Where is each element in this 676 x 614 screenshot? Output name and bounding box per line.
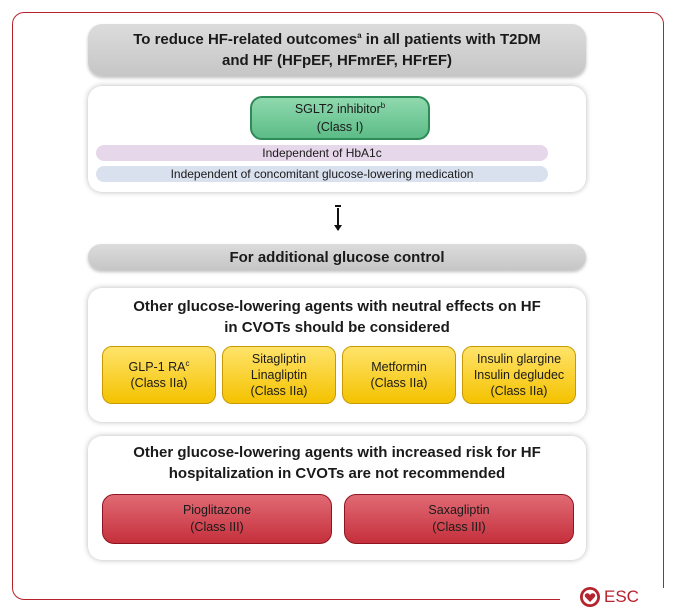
agent-name: GLP-1 RAc <box>128 358 190 374</box>
increased-title-line2: hospitalization in CVOTs are not recomme… <box>168 465 506 482</box>
down-arrow-icon <box>334 225 342 231</box>
agent-box-glp1-ra: GLP-1 RAc (Class IIa) <box>102 346 216 404</box>
sglt2-class: (Class I) <box>316 120 364 134</box>
agent-name-2: Linagliptin <box>250 368 308 382</box>
frame-gap <box>560 588 664 612</box>
agent-class: (Class IIa) <box>370 376 428 390</box>
arrow-tail <box>335 205 341 207</box>
header1-line1: To reduce HF-related outcomesa in all pa… <box>133 31 541 48</box>
agent-box-saxagliptin: Saxagliptin (Class III) <box>344 494 574 544</box>
agent-name: Saxagliptin <box>428 503 490 517</box>
agent-class: (Class III) <box>190 520 244 534</box>
agent-name: Pioglitazone <box>182 503 252 517</box>
agent-class: (Class IIa) <box>130 376 188 390</box>
header-additional-glucose-control: For additional glucose control <box>88 244 586 270</box>
agent-class: (Class IIa) <box>250 384 308 398</box>
band-concomitant: Independent of concomitant glucose-lower… <box>96 166 548 182</box>
neutral-title-line2: in CVOTs should be considered <box>224 319 450 336</box>
agent-class: (Class III) <box>432 520 486 534</box>
neutral-title: Other glucose-lowering agents with neutr… <box>88 296 586 338</box>
agent-name-2: Insulin degludec <box>473 368 565 382</box>
increased-title-line1: Other glucose-lowering agents with incre… <box>133 444 541 461</box>
agent-box-insulin: Insulin glargine Insulin degludec (Class… <box>462 346 576 404</box>
header1-line2: and HF (HFpEF, HFmrEF, HFrEF) <box>222 52 452 69</box>
agent-class: (Class IIa) <box>490 384 548 398</box>
down-arrow-line <box>337 208 339 230</box>
esc-logo-text: ESC <box>604 587 639 606</box>
sglt2-name: SGLT2 inhibitorb <box>294 100 386 116</box>
esc-logo: ESC <box>579 586 639 608</box>
esc-heart-icon <box>580 587 600 607</box>
band-hba1c: Independent of HbA1c <box>96 145 548 161</box>
agent-box-pioglitazone: Pioglitazone (Class III) <box>102 494 332 544</box>
neutral-title-line1: Other glucose-lowering agents with neutr… <box>133 298 541 315</box>
agent-box-metformin: Metformin (Class IIa) <box>342 346 456 404</box>
agent-name: Insulin glargine <box>476 352 562 366</box>
header-reduce-hf-outcomes: To reduce HF-related outcomesa in all pa… <box>88 24 586 76</box>
increased-title: Other glucose-lowering agents with incre… <box>88 442 586 484</box>
header2-label: For additional glucose control <box>229 248 445 266</box>
agent-name: Metformin <box>371 360 427 374</box>
agent-name: Sitagliptin <box>251 352 307 366</box>
sglt2-inhibitor-box: SGLT2 inhibitorb (Class I) <box>250 96 430 140</box>
agent-box-sitagliptin-linagliptin: Sitagliptin Linagliptin (Class IIa) <box>222 346 336 404</box>
